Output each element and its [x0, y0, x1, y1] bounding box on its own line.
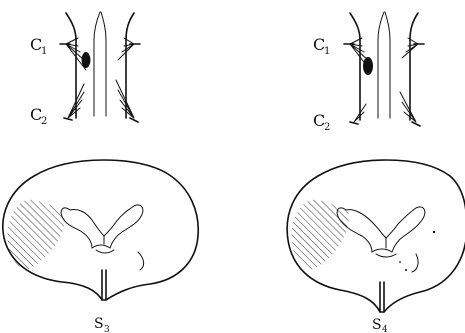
- right-cord-lesion-dot: [363, 57, 373, 75]
- right-s4-label: S: [372, 317, 382, 333]
- right-gray-matter: [337, 207, 425, 252]
- right-c1-subscript: 1: [324, 46, 330, 57]
- right-c1-roots: [344, 38, 424, 70]
- right-speck-2: [405, 269, 407, 271]
- right-s4-subscript: 4: [382, 325, 388, 333]
- left-cord-segment: [60, 12, 140, 122]
- left-cross-section: [0, 160, 198, 300]
- right-c2-subscript: 2: [324, 122, 330, 133]
- right-speck-1: [433, 231, 435, 233]
- left-gray-matter: [61, 205, 143, 248]
- left-c1-roots: [60, 38, 140, 70]
- left-lesion-hatching: [0, 195, 70, 275]
- right-cross-section: [285, 160, 465, 312]
- left-s3-subscript: 3: [104, 325, 110, 333]
- right-lesion-hatching: [285, 195, 355, 275]
- left-s3-label: S: [94, 316, 104, 332]
- right-cord-segment: [344, 12, 424, 126]
- right-panel: C 1 C 2 S 4: [285, 12, 465, 333]
- left-c1-subscript: 1: [41, 46, 47, 57]
- right-speck-3: [399, 261, 401, 263]
- left-cord-lesion-dot: [82, 52, 91, 68]
- left-c2-roots: [64, 80, 138, 122]
- left-panel: C 1 C 2 S 3: [0, 12, 198, 333]
- left-c2-subscript: 2: [41, 116, 47, 127]
